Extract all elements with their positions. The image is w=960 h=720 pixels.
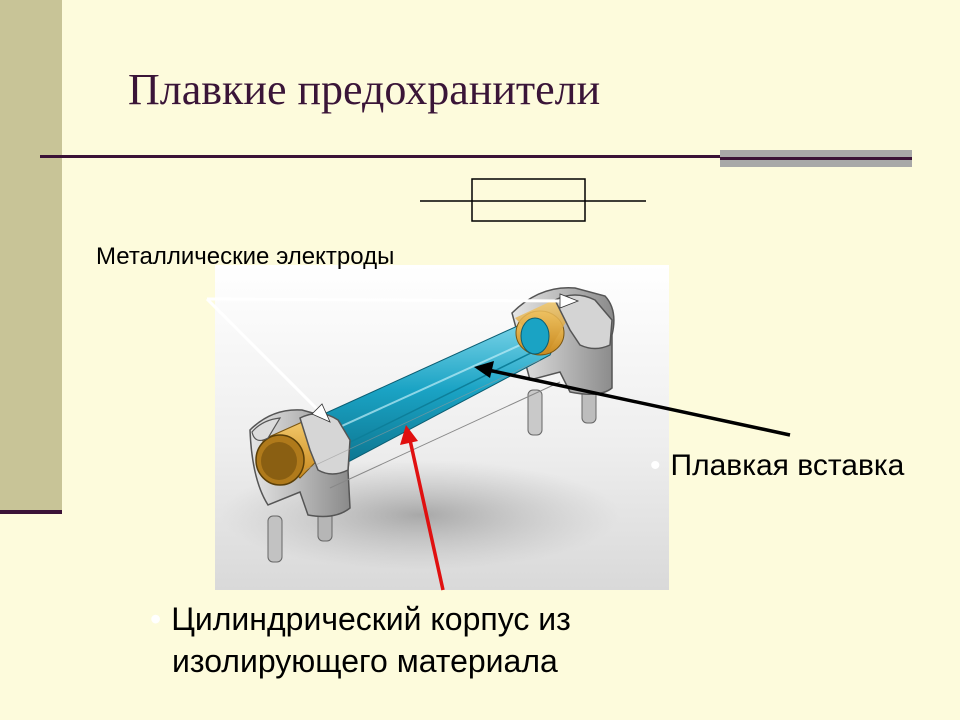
side-accent-band (0, 0, 62, 512)
side-accent-underline (0, 510, 62, 514)
arrow-body (400, 425, 445, 591)
arrow-electrodes (205, 293, 580, 423)
bullet-icon: • (650, 449, 661, 482)
title-divider-overlay (720, 157, 912, 160)
label-insulating-body: •Цилиндрический корпус из изолирующего м… (150, 601, 571, 679)
arrow-fuse-insert (474, 361, 791, 437)
fuse-schematic-symbol (420, 178, 646, 222)
title-divider (40, 155, 912, 158)
slide-title: Плавкие предохранители (128, 65, 601, 114)
label-metal-electrodes: Металлические электроды (96, 243, 395, 270)
fuse-illustration (215, 265, 669, 590)
bullet-icon: • (150, 601, 162, 637)
label-fuse-insert: •Плавкая вставка (650, 449, 905, 482)
